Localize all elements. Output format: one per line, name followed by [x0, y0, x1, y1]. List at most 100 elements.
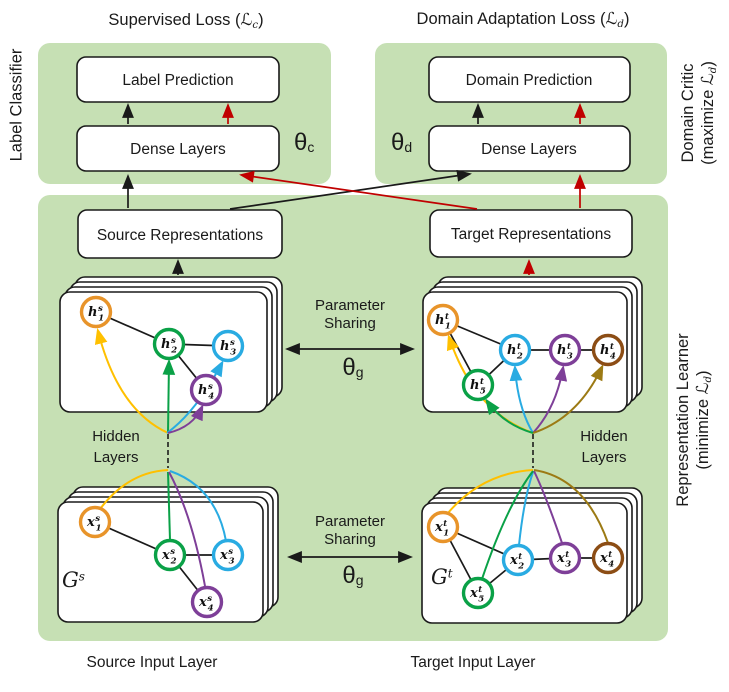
box-source-representations: Source Representations: [77, 209, 283, 259]
parameter-sharing-top: Parameter Sharing: [286, 297, 414, 333]
parameter-sharing-line2: Sharing: [324, 531, 376, 548]
embed-arrow-th4: [532, 364, 604, 434]
svg-text:xt1: xt1: [434, 519, 449, 539]
box-label-prediction-text: Label Prediction: [122, 72, 233, 89]
embed-arrow-sh2: [162, 358, 176, 434]
svg-text:xs4: xs4: [198, 594, 214, 614]
parameter-sharing-line1: Parameter: [314, 513, 386, 530]
svg-text:xs3: xs3: [219, 547, 235, 567]
svg-text:xt5: xt5: [469, 585, 484, 605]
embed-arrow-sh1: [94, 327, 169, 434]
embedding-arrows: [94, 327, 604, 434]
parameter-sharing-bottom: Parameter Sharing: [286, 513, 414, 549]
title-domain-adaptation-loss: Domain Adaptation Loss (ℒd): [392, 9, 654, 30]
representation-learner-line1: Representation Learner: [673, 333, 692, 507]
box-dense-layers-right: Dense Layers: [428, 125, 631, 172]
feat-line-sx2: [167, 471, 171, 541]
embed-arrow-sh4: [167, 404, 204, 434]
box-target-representations: Target Representations: [429, 209, 633, 258]
svg-text:ht1: ht1: [435, 312, 451, 332]
svg-text:hs1: hs1: [88, 304, 104, 324]
feat-line-tx3: [533, 470, 563, 544]
title-domain-prefix: Domain Adaptation Loss (: [416, 10, 606, 28]
svg-text:xt2: xt2: [509, 552, 524, 572]
svg-text:ht3: ht3: [557, 342, 573, 362]
representation-learner-line2: (minimize ℒd): [692, 370, 715, 470]
dashed-connectors: [167, 434, 534, 468]
box-label-prediction: Label Prediction: [76, 56, 280, 103]
title-supervised-suffix: ): [258, 11, 264, 29]
feat-line-tx4: [533, 469, 609, 544]
target-input-layer-label: Target Input Layer: [410, 654, 536, 671]
hidden-layers-label-left: Hidden Layers: [92, 428, 140, 466]
red-arrows: [222, 103, 586, 275]
svg-text:xt3: xt3: [556, 550, 571, 570]
title-supervised-loss: Supervised Loss (ℒc): [60, 10, 312, 31]
loss-symbol: ℒ: [605, 9, 618, 28]
side-label-classifier: Label Classifier: [7, 48, 26, 162]
box-dense-layers-left: Dense Layers: [76, 125, 280, 172]
theta-g-top: θg: [342, 354, 364, 381]
black-arrows: [122, 103, 484, 563]
hidden-layers-label-right: Hidden Layers: [580, 428, 628, 466]
title-domain-suffix: ): [623, 10, 630, 28]
arrow-srcreps-to-critic: [229, 169, 472, 210]
loss-subscript: c: [252, 20, 259, 32]
svg-text:ht5: ht5: [470, 377, 486, 397]
box-dense-layers-left-text: Dense Layers: [130, 141, 226, 158]
domain-critic-line2: (maximize ℒd): [697, 61, 720, 165]
side-representation-learner: Representation Learner (minimize ℒd): [674, 333, 718, 506]
feat-line-sx4: [168, 471, 206, 587]
graph-label-target: Gt: [431, 565, 453, 589]
svg-text:ht4: ht4: [600, 342, 616, 362]
box-dense-layers-right-text: Dense Layers: [481, 141, 577, 158]
svg-text:hs3: hs3: [220, 338, 236, 358]
feat-line-tx2: [518, 471, 534, 546]
embed-arrow-th3: [532, 364, 568, 434]
svg-text:hs2: hs2: [161, 336, 177, 356]
theta-c: θc: [294, 129, 315, 156]
theta-d: θd: [391, 129, 413, 156]
domain-critic-line1: Domain Critic: [678, 63, 697, 163]
box-target-representations-text: Target Representations: [451, 226, 612, 243]
graph-label-source: Gs: [62, 568, 85, 592]
title-supervised-prefix: Supervised Loss (: [108, 11, 241, 29]
side-domain-critic: Domain Critic (maximize ℒd): [679, 61, 723, 165]
svg-text:hs4: hs4: [198, 382, 214, 402]
feat-line-sx3: [169, 470, 227, 542]
box-source-representations-text: Source Representations: [97, 227, 264, 244]
theta-g-bottom: θg: [342, 562, 364, 589]
arrow-tgtreps-to-classifier: [239, 170, 478, 210]
feat-line-sx1: [99, 469, 169, 510]
source-input-layer-label: Source Input Layer: [86, 654, 218, 671]
input-feature-lines: [99, 469, 609, 587]
feat-line-tx1: [447, 469, 534, 514]
box-domain-prediction-text: Domain Prediction: [466, 72, 593, 89]
embed-arrow-th5: [485, 398, 534, 434]
parameter-sharing-line1: Parameter: [314, 297, 386, 314]
box-domain-prediction: Domain Prediction: [428, 56, 631, 103]
svg-text:xs1: xs1: [86, 514, 101, 534]
svg-text:xs2: xs2: [161, 547, 177, 567]
loss-symbol: ℒ: [240, 10, 253, 29]
svg-text:xt4: xt4: [599, 550, 614, 570]
parameter-sharing-line2: Sharing: [324, 315, 376, 332]
